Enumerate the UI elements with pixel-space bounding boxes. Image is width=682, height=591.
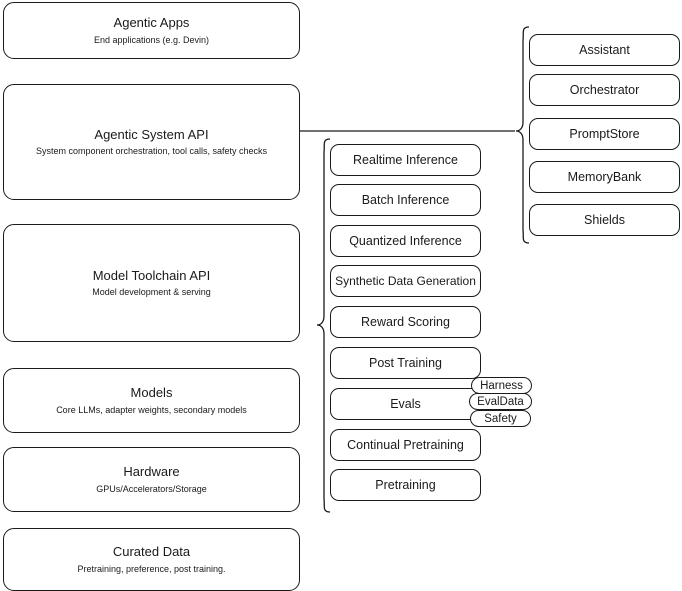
eval-pill-evaldata[interactable]: EvalData (469, 393, 532, 410)
layer-title: Agentic Apps (113, 15, 190, 31)
eval-pill-harness[interactable]: Harness (471, 377, 532, 394)
toolchain-item-quantized-inference[interactable]: Quantized Inference (330, 225, 481, 257)
system-item-shields[interactable]: Shields (529, 204, 680, 236)
right-curly-bracket (515, 26, 530, 244)
toolchain-item-post-training[interactable]: Post Training (330, 347, 481, 379)
layer-box-curated-data[interactable]: Curated Data Pretraining, preference, po… (3, 528, 300, 591)
layer-box-agentic-system-api[interactable]: Agentic System API System component orch… (3, 84, 300, 200)
system-item-assistant[interactable]: Assistant (529, 34, 680, 66)
layer-box-models[interactable]: Models Core LLMs, adapter weights, secon… (3, 368, 300, 433)
layer-box-hardware[interactable]: Hardware GPUs/Accelerators/Storage (3, 447, 300, 512)
layer-title: Models (130, 385, 173, 401)
eval-pill-safety[interactable]: Safety (470, 410, 531, 427)
layer-subtitle: Core LLMs, adapter weights, secondary mo… (56, 404, 247, 415)
toolchain-item-batch-inference[interactable]: Batch Inference (330, 184, 481, 216)
layer-subtitle: End applications (e.g. Devin) (93, 34, 210, 45)
layer-title: Curated Data (112, 544, 191, 560)
layer-box-model-toolchain-api[interactable]: Model Toolchain API Model development & … (3, 224, 300, 342)
toolchain-item-pretraining[interactable]: Pretraining (330, 469, 481, 501)
layer-title: Hardware (123, 464, 180, 480)
toolchain-item-evals[interactable]: Evals (330, 388, 481, 420)
layer-title: Agentic System API (94, 126, 209, 142)
layer-subtitle: Model development & serving (92, 287, 211, 297)
system-item-orchestrator[interactable]: Orchestrator (529, 74, 680, 106)
toolchain-item-synthetic-data-generation[interactable]: Synthetic Data Generation (330, 265, 481, 297)
toolchain-item-realtime-inference[interactable]: Realtime Inference (330, 144, 481, 176)
layer-title: Model Toolchain API (92, 267, 211, 283)
layer-box-agentic-apps[interactable]: Agentic Apps End applications (e.g. Devi… (3, 2, 300, 59)
layer-subtitle: Pretraining, preference, post training. (77, 563, 226, 574)
system-item-memorybank[interactable]: MemoryBank (529, 161, 680, 193)
layer-subtitle: GPUs/Accelerators/Storage (96, 483, 207, 494)
system-item-promptstore[interactable]: PromptStore (529, 118, 680, 150)
toolchain-item-reward-scoring[interactable]: Reward Scoring (330, 306, 481, 338)
layer-subtitle: System component orchestration, tool cal… (35, 146, 268, 156)
toolchain-curly-bracket (316, 138, 331, 513)
toolchain-item-continual-pretraining[interactable]: Continual Pretraining (330, 429, 481, 461)
